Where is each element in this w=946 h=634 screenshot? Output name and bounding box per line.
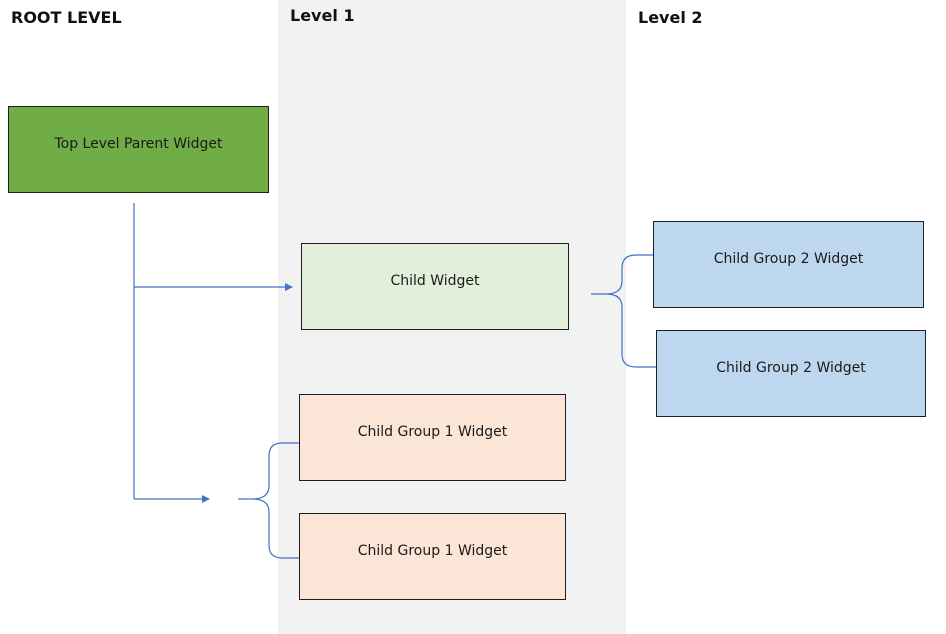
child-group2-widget-1[interactable]: Child Group 2 Widget bbox=[653, 221, 924, 308]
group1-brace bbox=[238, 442, 299, 559]
level2-heading: Level 2 bbox=[638, 8, 703, 27]
child-group1-widget-2-label: Child Group 1 Widget bbox=[357, 542, 508, 559]
child-group1-widget-2[interactable]: Child Group 1 Widget bbox=[299, 513, 566, 600]
child-group2-widget-2-label: Child Group 2 Widget bbox=[716, 359, 866, 376]
child-group1-widget-1[interactable]: Child Group 1 Widget bbox=[299, 394, 566, 481]
child-group2-widget-1-label: Child Group 2 Widget bbox=[713, 250, 864, 267]
group2-brace bbox=[591, 254, 656, 368]
child-group1-widget-1-label: Child Group 1 Widget bbox=[357, 423, 508, 440]
child-group2-widget-2[interactable]: Child Group 2 Widget bbox=[656, 330, 926, 417]
child-widget[interactable]: Child Widget bbox=[301, 243, 569, 330]
child-widget-label: Child Widget bbox=[390, 272, 480, 289]
root-level-heading: ROOT LEVEL bbox=[11, 8, 122, 27]
parent-widget-label: Top Level Parent Widget bbox=[54, 135, 223, 152]
top-level-parent-widget[interactable]: Top Level Parent Widget bbox=[8, 106, 269, 193]
level1-heading: Level 1 bbox=[290, 6, 355, 25]
